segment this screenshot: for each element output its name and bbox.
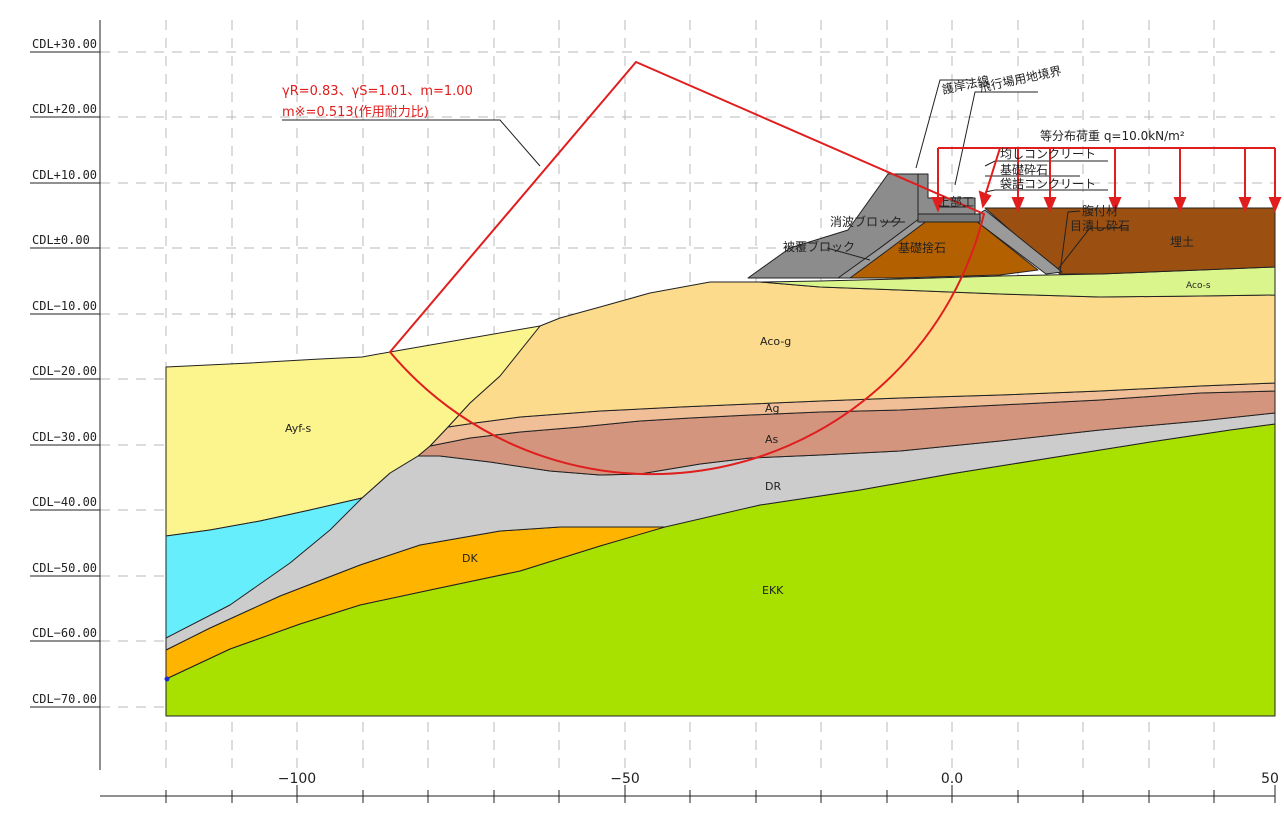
stability-factors: γR=0.83、γS=1.01、m=1.00 xyxy=(282,84,473,99)
y-label: CDL±0.00 xyxy=(32,233,90,247)
x-label: −50 xyxy=(610,771,640,787)
y-label: CDL+10.00 xyxy=(32,168,97,182)
label-fill: 埋土 xyxy=(1170,235,1194,249)
x-label: 0.0 xyxy=(941,771,963,787)
label-leveling-concrete: 均しコンクリート xyxy=(1000,147,1096,161)
layer-aco-s xyxy=(709,266,1276,298)
label-foundation-rubble: 基礎捨石 xyxy=(898,240,946,255)
layer-label-dr: DR xyxy=(765,480,781,493)
label-backfill: 腹付材 xyxy=(1082,204,1118,218)
layer-label-dk: DK xyxy=(462,552,478,565)
y-label: CDL+20.00 xyxy=(32,102,97,116)
label-distributed-load: 等分布荷重 q=10.0kN/m² xyxy=(1040,129,1185,143)
layer-label-aco-g: Aco-g xyxy=(760,335,791,348)
y-axis-labels: CDL+30.00 CDL+20.00 CDL+10.00 CDL±0.00 C… xyxy=(32,37,97,706)
distributed-load xyxy=(931,147,1282,213)
stability-result: γR=0.83、γS=1.01、m=1.00 m※=0.513(作用耐力比) xyxy=(282,84,473,121)
label-airport-boundary: 飛行場用地境界 xyxy=(978,63,1063,95)
label-upper-works: 上部工 xyxy=(938,194,974,209)
slip-circle xyxy=(389,61,985,476)
revetment-structure xyxy=(747,173,1276,279)
boundary-point-marker xyxy=(164,676,170,682)
layer-label-aco-s: Aco-s xyxy=(1186,281,1211,291)
leveling-concrete xyxy=(917,213,981,223)
layer-label-ayf-s: Ayf-s xyxy=(285,422,312,435)
layer-labels: Aco-s Aco-g Ayf-s Ag As DR DK EKK xyxy=(285,281,1211,597)
layer-label-as: As xyxy=(765,433,779,446)
soil-layers xyxy=(165,266,1276,717)
layer-label-ekk: EKK xyxy=(762,584,784,597)
layer-blue xyxy=(165,497,363,639)
y-label: CDL−10.00 xyxy=(32,299,97,313)
layer-label-ag: Ag xyxy=(765,402,780,415)
y-label: CDL−30.00 xyxy=(32,430,97,444)
y-label: CDL−60.00 xyxy=(32,626,97,640)
label-armor-block: 被覆ブロック xyxy=(783,239,855,254)
y-label: CDL−50.00 xyxy=(32,561,97,575)
x-axis-labels: −100 −50 0.0 50 xyxy=(278,771,1279,787)
y-label: CDL−40.00 xyxy=(32,495,97,509)
y-label: CDL−20.00 xyxy=(32,364,97,378)
label-bag-concrete: 袋詰コンクリート xyxy=(1000,176,1096,191)
stability-ratio: m※=0.513(作用耐力比) xyxy=(282,105,429,120)
label-filter-gravel: 目潰し砕石 xyxy=(1070,218,1130,233)
x-label: 50 xyxy=(1261,771,1279,787)
label-foundation-gravel: 基礎砕石 xyxy=(1000,162,1048,177)
y-label: CDL−70.00 xyxy=(32,692,97,706)
label-wave-block: 消波ブロック xyxy=(830,214,902,229)
x-label: −100 xyxy=(278,771,316,787)
axes xyxy=(30,20,1276,803)
y-label: CDL+30.00 xyxy=(32,37,97,51)
